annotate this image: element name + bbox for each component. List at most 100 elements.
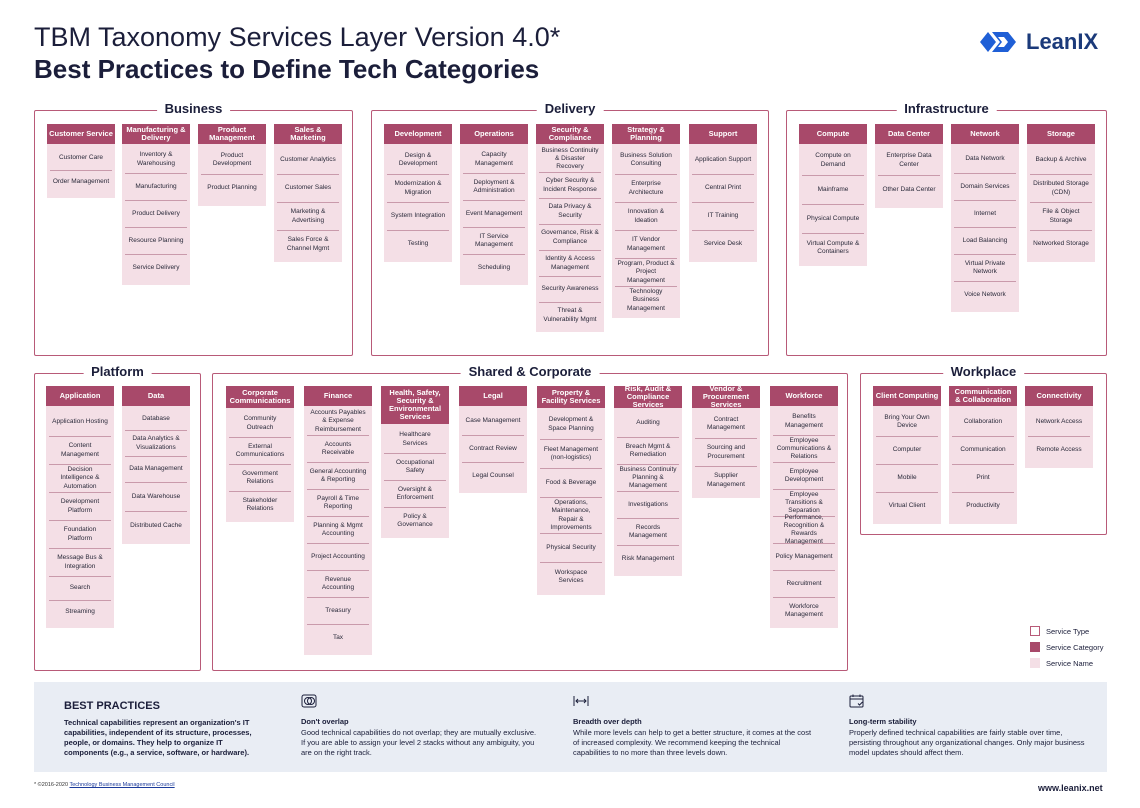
service-name: Sales Force & Channel Mgmt xyxy=(277,230,339,258)
service-category: Corporate Communications xyxy=(226,386,294,408)
service-name: Distributed Cache xyxy=(125,511,187,540)
service-category: Communication & Collaboration xyxy=(949,386,1017,406)
service-name: Marketing & Advertising xyxy=(277,202,339,230)
service-name: Product Planning xyxy=(201,174,263,202)
service-name: Physical Security xyxy=(540,533,602,562)
service-category: Application xyxy=(46,386,114,406)
service-name: Product Delivery xyxy=(125,200,187,227)
service-name: Customer Care xyxy=(58,153,104,161)
service-category: Operations xyxy=(460,124,528,144)
service-category: Customer Service xyxy=(47,124,115,144)
layer-label: Business xyxy=(156,101,231,116)
service-name: Auditing xyxy=(636,419,660,427)
tbm-council-link[interactable]: Technology Business Management Council xyxy=(69,782,175,788)
service-name: Business Continuity & Disaster Recovery xyxy=(541,146,599,171)
service-name: Governance, Risk & Compliance xyxy=(539,224,601,250)
service-name: Testing xyxy=(387,230,449,258)
service-category: Compute xyxy=(799,124,867,144)
service-category: Data xyxy=(122,386,190,406)
service-name: Computer xyxy=(876,436,938,464)
service-name: Communication xyxy=(952,436,1014,464)
service-name: Modernization & Migration xyxy=(387,174,449,202)
service-name: Virtual Client xyxy=(876,492,938,520)
service-name: Records Management xyxy=(617,518,679,545)
service-name: Decision Intelligence & Automation xyxy=(49,464,111,492)
service-name: Breach Mgmt & Remediation xyxy=(617,437,679,464)
layer-shared-corporate: Shared & Corporate xyxy=(212,364,848,671)
service-name: Data Warehouse xyxy=(125,482,187,511)
service-name: Database xyxy=(142,414,170,422)
category-column: Health, Safety, Security & Environmental… xyxy=(381,386,449,538)
service-name: IT Vendor Management xyxy=(615,230,677,258)
service-name: Domain Services xyxy=(954,173,1016,200)
service-category: Development xyxy=(384,124,452,144)
best-practice-item: Long-term stability Properly defined tec… xyxy=(849,694,1089,758)
service-name: Streaming xyxy=(49,600,111,624)
service-name: System Integration xyxy=(387,202,449,230)
service-name: Data Privacy & Security xyxy=(539,198,601,224)
best-practice-text: Properly defined technical capabilities … xyxy=(849,728,1085,758)
layer-label: Delivery xyxy=(536,101,604,116)
service-category: Support xyxy=(689,124,757,144)
service-category: Vendor & Procurement Services xyxy=(692,384,760,409)
service-name: Contract Review xyxy=(462,435,524,462)
service-name: Virtual Private Network xyxy=(954,254,1016,281)
leanix-logo-icon xyxy=(980,32,1016,52)
service-name: External Communications xyxy=(229,437,291,464)
service-name: Application Hosting xyxy=(52,417,108,425)
service-name: Data Analytics & Visualizations xyxy=(125,430,187,456)
service-name: Event Management xyxy=(463,200,525,227)
service-name: Manufacturing xyxy=(125,173,187,200)
service-name: Employee Transitions & Separation xyxy=(773,489,835,516)
service-name: Food & Beverage xyxy=(540,468,602,497)
service-name: Stakeholder Relations xyxy=(229,491,291,518)
calendar-check-icon xyxy=(849,694,864,708)
service-name: Revenue Accounting xyxy=(307,570,369,597)
copyright-prefix: * ©2016-2020 xyxy=(34,782,69,788)
service-name: Virtual Compute & Containers xyxy=(802,233,864,262)
service-name: Sourcing and Procurement xyxy=(695,438,757,466)
service-name: Networked Storage xyxy=(1030,230,1092,258)
service-name: Data Management xyxy=(125,456,187,482)
legend-label: Service Category xyxy=(1046,642,1104,652)
service-name: IT Training xyxy=(692,202,754,230)
service-name: Tax xyxy=(307,624,369,651)
breadth-arrows-icon xyxy=(573,696,589,706)
service-name: Customer Sales xyxy=(277,174,339,202)
service-category: Workforce xyxy=(770,386,838,406)
legend-swatch-outline xyxy=(1030,626,1040,636)
service-category: Finance xyxy=(304,386,372,406)
service-name: Operations, Maintenance, Repair & Improv… xyxy=(540,497,602,533)
service-name: Inventory & Warehousing xyxy=(136,151,176,167)
website-url[interactable]: www.leanix.net xyxy=(1038,783,1103,793)
service-name: Contract Management xyxy=(707,415,745,431)
service-name: Enterprise Data Center xyxy=(886,152,932,168)
best-practice-item: Breadth over depth While more levels can… xyxy=(573,694,813,758)
service-name: Cyber Security & Incident Response xyxy=(539,172,601,198)
service-name: Physical Compute xyxy=(802,204,864,233)
service-name: Mobile xyxy=(876,464,938,492)
